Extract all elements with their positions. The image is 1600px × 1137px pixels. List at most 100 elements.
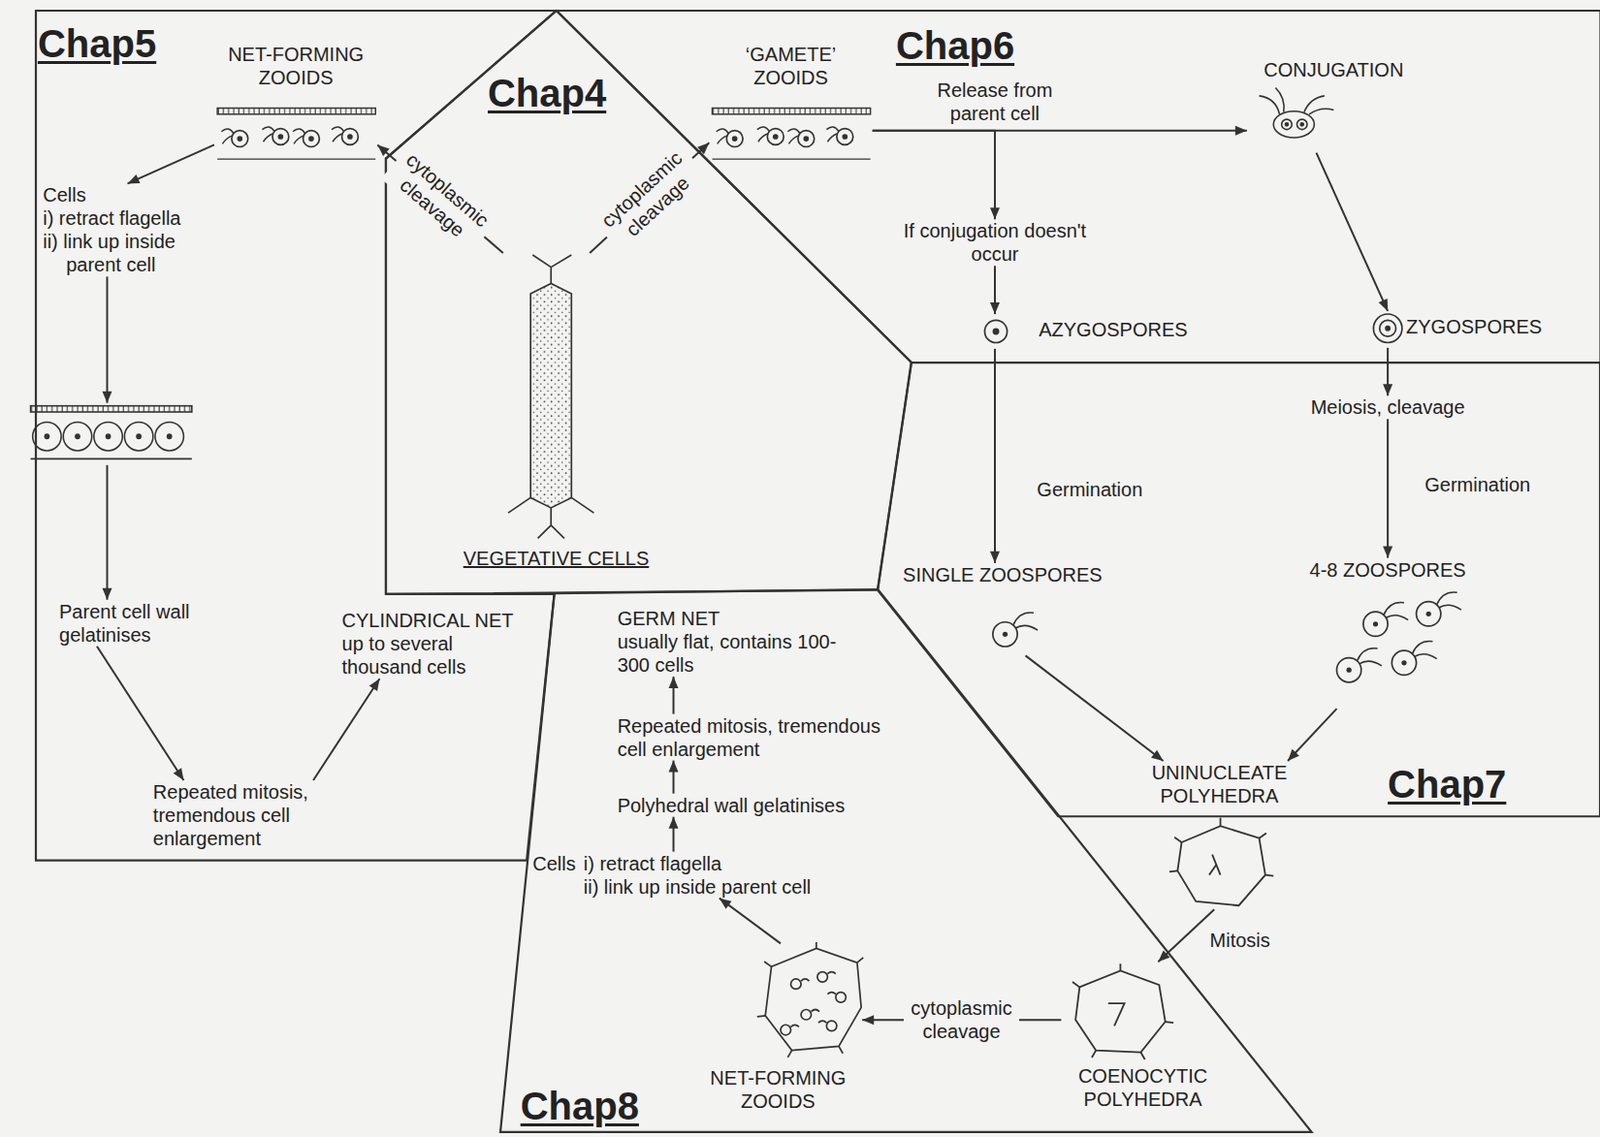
nucleus-dot xyxy=(1300,123,1304,127)
stage-text: 4-8 ZOOSPORES xyxy=(1290,558,1485,582)
nucleus-dot xyxy=(1284,123,1288,127)
arrow-head xyxy=(173,768,185,781)
arrow-head xyxy=(669,761,679,773)
zooid xyxy=(826,1021,837,1032)
stage-text: ZYGOSPORES xyxy=(1406,315,1575,339)
chapter-heading: Chap7 xyxy=(1387,763,1506,806)
zooid xyxy=(261,127,288,145)
flagellum xyxy=(827,992,835,995)
arrow-line xyxy=(105,276,108,403)
flow-arrow xyxy=(313,678,380,781)
chapter-region: Chap6 ‘GAMETE’ ZOOIDS CONJUGATION If conjug… xyxy=(556,10,1600,363)
arrow-head xyxy=(1378,298,1388,312)
cell-wall xyxy=(217,158,376,160)
arrow-head xyxy=(1382,546,1393,559)
arrow-line xyxy=(1287,708,1338,762)
zoospore xyxy=(1416,592,1462,627)
zooid-sheet-icon xyxy=(217,108,376,160)
arrow-line xyxy=(96,646,184,781)
region-outline xyxy=(877,362,1600,817)
stage-text: Meiosis, cleavage xyxy=(1295,395,1479,419)
region-border xyxy=(35,10,557,862)
arrow-line xyxy=(128,144,215,184)
stage-text: ii) link up inside parent cell xyxy=(583,875,906,899)
stage-label: Repeated mitosis, tremendous cell enlarg… xyxy=(617,714,909,762)
flow-arrow xyxy=(128,144,215,184)
zooid xyxy=(221,128,248,147)
chapter-region: Chap8GERM NETusually flat, contains 100-… xyxy=(500,589,1312,1133)
region-outline xyxy=(385,10,912,595)
spore xyxy=(984,320,1007,343)
polyhedron xyxy=(1075,971,1166,1054)
zoospore xyxy=(1363,602,1408,637)
edge-label: Germination xyxy=(1033,478,1146,502)
arrow-head xyxy=(128,174,141,184)
chapter-region: Chap4VEGETATIVE CELLS xyxy=(385,10,912,595)
chapter-region: Chap5NET-FORMING ZOOIDSCellsi) retract f… xyxy=(35,10,557,862)
flagellum xyxy=(811,1009,820,1012)
flow-arrow xyxy=(1382,418,1393,558)
flow-arrow xyxy=(1315,153,1388,312)
edge-label: Mitosis xyxy=(1207,928,1274,953)
flow-arrow xyxy=(1287,708,1338,762)
stage-text: SINGLE ZOOSPORES xyxy=(887,563,1118,587)
cell-junctions xyxy=(508,255,594,539)
vegetative-cell-drawing xyxy=(508,255,594,539)
flow-arrow xyxy=(96,646,184,781)
cell-wall xyxy=(712,108,871,115)
arrow-line xyxy=(1025,655,1164,762)
stage-text: VEGETATIVE CELLS xyxy=(423,546,690,571)
arrow-head xyxy=(101,588,112,601)
cell xyxy=(155,422,184,451)
flow-arrow xyxy=(1025,655,1164,762)
coenocytic-polyhedron-icon xyxy=(1072,963,1174,1060)
chapter-heading: Chap4 xyxy=(487,71,607,115)
nucleus xyxy=(1296,119,1308,130)
arrow-head xyxy=(1151,750,1164,762)
net-forming-polyhedron-icon xyxy=(757,942,864,1058)
nucleus xyxy=(167,434,172,439)
zooid xyxy=(817,972,829,984)
zooid xyxy=(757,127,784,145)
stage-text: NET-FORMING ZOOIDS xyxy=(214,42,378,90)
arrow-line xyxy=(719,898,781,945)
stage-text: AZYGOSPORES xyxy=(1038,318,1233,342)
stage-label: If conjugation doesn't occur xyxy=(893,219,1097,266)
flow-arrow xyxy=(669,761,679,795)
chapter-heading: Chap6 xyxy=(896,24,1015,67)
stage-label: 4-8 ZOOSPORES xyxy=(1290,558,1485,710)
chapter-region: Chap7 Meiosis, cleavageSINGLE ZOOSPORES 4-… xyxy=(877,362,1600,817)
flagellum xyxy=(827,972,835,975)
stage-label: ‘GAMETE’ ZOOIDS xyxy=(708,42,872,164)
arrow-line xyxy=(872,130,995,221)
stage-text: i) retract flagella xyxy=(583,852,906,876)
nucleus xyxy=(136,434,141,439)
stage-label: Meiosis, cleavage xyxy=(1295,395,1479,419)
flow-arrow xyxy=(1382,348,1393,396)
zygospore-icon xyxy=(1373,314,1402,343)
flow-arrow xyxy=(669,676,679,715)
stage-text: If conjugation doesn't occur xyxy=(893,219,1097,266)
zoospore-icon xyxy=(992,612,1038,647)
arrow-head xyxy=(369,678,381,692)
stage-label: Cellsi) retract flagellaii) link up insi… xyxy=(42,183,226,277)
stage-label: CONJUGATION xyxy=(1247,58,1421,154)
zooid-sheet-icon xyxy=(712,108,871,160)
stage-text: ii) link up inside parent cell xyxy=(42,229,226,277)
polyhedron xyxy=(1177,826,1265,906)
stage-label: VEGETATIVE CELLS xyxy=(423,253,690,571)
zooid xyxy=(331,127,358,145)
stage-label: CYLINDRICAL NETup to several thousand ce… xyxy=(342,608,532,679)
arrow-head xyxy=(1382,384,1393,396)
arrow-head xyxy=(669,817,679,830)
stage-text: Cells xyxy=(42,183,226,207)
flagella xyxy=(1259,87,1335,114)
edge-label: Release from parent cell xyxy=(915,78,1075,126)
region-border xyxy=(556,10,1600,363)
edge-label: Germination xyxy=(1421,473,1534,497)
stage-text: ‘GAMETE’ ZOOIDS xyxy=(708,42,872,90)
zooid xyxy=(787,128,814,147)
horns xyxy=(1169,818,1274,877)
stage-text: Polyhedral wall gelatinises xyxy=(617,794,925,818)
zoospore xyxy=(1391,640,1437,675)
